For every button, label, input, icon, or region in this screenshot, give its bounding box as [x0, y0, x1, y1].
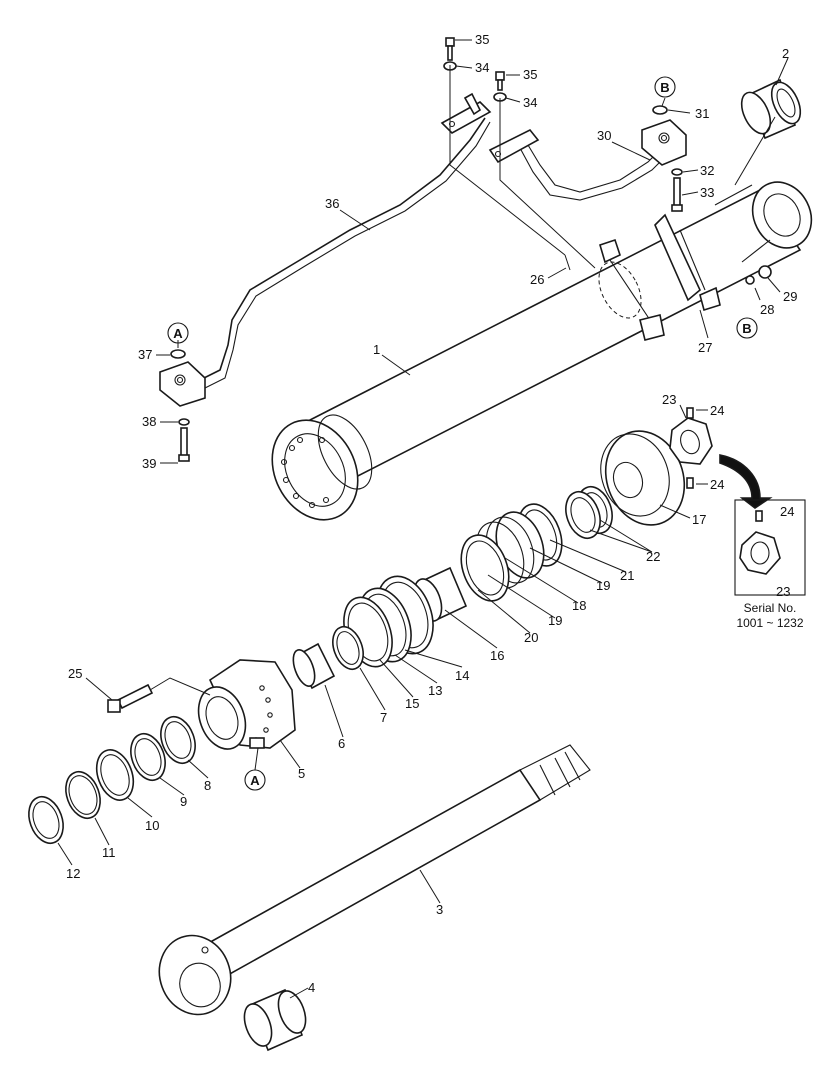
clamp-bracket	[599, 213, 721, 341]
bolt-35-right	[495, 71, 505, 91]
bushing-4	[243, 988, 307, 1052]
label-23: 23	[776, 584, 790, 599]
seal-11	[65, 770, 101, 820]
ref-circle-a-bottom: A	[244, 769, 266, 791]
ring-20	[460, 534, 510, 602]
label-11: 11	[102, 845, 116, 860]
label-35: 35	[523, 67, 537, 82]
label-22: 22	[646, 549, 660, 564]
o-ring-31	[652, 105, 668, 115]
cylinder-tube	[271, 181, 813, 521]
label-24: 24	[710, 477, 724, 492]
rod-cover-5	[197, 659, 296, 750]
piston-rod-3	[158, 744, 591, 1016]
ref-b-right-text: B	[742, 321, 751, 336]
label-29: 29	[783, 289, 797, 304]
seal-9	[130, 732, 166, 782]
washer-32	[671, 168, 683, 176]
ref-a-top-text: A	[173, 326, 183, 341]
seal-8	[160, 715, 196, 765]
o-ring-37	[170, 349, 186, 359]
ref-a-bottom-text: A	[250, 773, 260, 788]
label-21: 21	[620, 568, 634, 583]
label-19: 19	[548, 613, 562, 628]
label-38: 38	[142, 414, 156, 429]
label-5: 5	[298, 766, 305, 781]
label-34: 34	[523, 95, 537, 110]
serial-inset	[734, 499, 806, 596]
ref-circle-b-top: B	[654, 76, 676, 98]
label-10: 10	[145, 818, 159, 833]
label-37: 37	[138, 347, 152, 362]
label-35: 35	[475, 32, 489, 47]
bolt-35-left	[445, 37, 455, 61]
pipe-36	[189, 92, 492, 394]
label-4: 4	[308, 980, 315, 995]
label-2: 2	[782, 46, 789, 61]
label-26: 26	[530, 272, 544, 287]
label-39: 39	[142, 456, 156, 471]
ref-b-top-text: B	[660, 80, 669, 95]
seal-12	[28, 795, 64, 845]
nut-23	[669, 417, 713, 465]
label-17: 17	[692, 512, 706, 527]
piston-17	[600, 430, 686, 526]
label-36: 36	[325, 196, 339, 211]
bolt-39	[178, 427, 190, 462]
seal-10	[95, 749, 135, 801]
label-8: 8	[204, 778, 211, 793]
set-screw-24-top	[686, 407, 694, 419]
label-33: 33	[700, 185, 714, 200]
ref-circle-b-right: B	[736, 317, 758, 339]
label-7: 7	[380, 710, 387, 725]
label-15: 15	[405, 696, 419, 711]
serial-range: 1001 ~ 1232	[736, 616, 803, 630]
flange-b	[641, 119, 687, 166]
washer-38	[178, 418, 190, 426]
bolt-25	[107, 683, 154, 713]
label-28: 28	[760, 302, 774, 317]
label-18: 18	[572, 598, 586, 613]
grease-nipple-29	[758, 265, 772, 279]
label-9: 9	[180, 794, 187, 809]
label-27: 27	[698, 340, 712, 355]
serial-title: Serial No.	[744, 601, 797, 615]
label-16: 16	[490, 648, 504, 663]
label-25: 25	[68, 666, 82, 681]
label-31: 31	[695, 106, 709, 121]
label-32: 32	[700, 163, 714, 178]
ring-22b	[565, 490, 601, 540]
label-20: 20	[524, 630, 538, 645]
flange-a	[159, 361, 206, 407]
bolt-33	[671, 177, 683, 212]
bushing-2	[740, 78, 802, 140]
label-1: 1	[373, 342, 380, 357]
label-34: 34	[475, 60, 489, 75]
set-screw-24-bottom	[686, 477, 694, 489]
ring-19-18	[475, 511, 545, 589]
label-6: 6	[338, 736, 345, 751]
head-bolt-holes	[280, 436, 330, 509]
label-23: 23	[662, 392, 676, 407]
label-24: 24	[710, 403, 724, 418]
label-13: 13	[428, 683, 442, 698]
label-14: 14	[455, 668, 469, 683]
label-30: 30	[597, 128, 611, 143]
label-19: 19	[596, 578, 610, 593]
washer-28	[745, 275, 755, 285]
part-labels: 35 34 35 34 31 30 32 33 2 26 27 28 29 36…	[66, 32, 797, 995]
ref-circle-a-top: A	[167, 322, 189, 344]
label-24: 24	[780, 504, 794, 519]
label-3: 3	[436, 902, 443, 917]
ring-7	[332, 625, 364, 671]
label-12: 12	[66, 866, 80, 881]
bushing-6	[292, 642, 336, 690]
leader-lines	[57, 39, 789, 999]
pipe-30	[488, 128, 663, 201]
